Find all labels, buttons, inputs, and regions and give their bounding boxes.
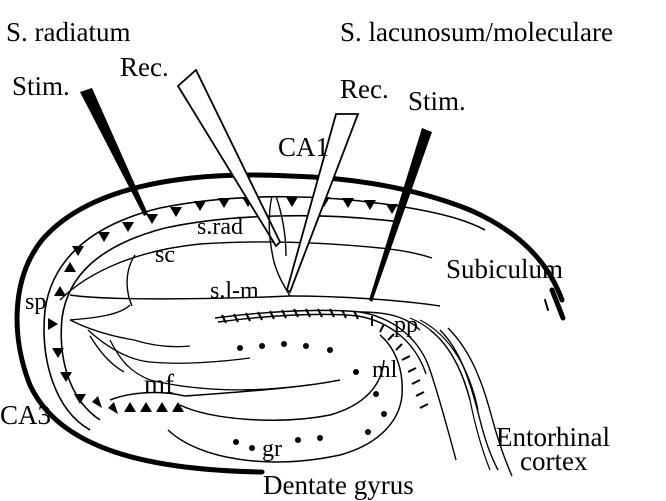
s-rad-label: s.rad [197,214,243,240]
rec-right-label: Rec. [340,74,389,104]
ca3-label: CA3 [0,400,51,430]
mf-label: mf [144,369,174,399]
s-lacunosum-label: S. lacunosum/moleculare [340,17,613,47]
stim-right-label: Stim. [408,86,466,116]
subiculum-label: Subiculum [446,254,563,284]
s-l-m-label: s.l-m [210,278,259,304]
pp-label: pp [394,312,418,338]
outer-outline [17,175,563,472]
rec-left-label: Rec. [120,52,169,82]
dentate-gyrus-label: Dentate gyrus [263,470,414,500]
stim-left-label: Stim. [12,71,70,101]
gr-label: gr [262,436,282,462]
stim-electrode-right [369,128,432,302]
s-radiatum-label: S. radiatum [6,17,130,47]
perforant-path [215,310,512,476]
sp-label: sp [25,289,46,315]
ca1-label: CA1 [278,132,329,162]
sc-label: sc [155,242,175,268]
cortex-label: cortex [520,446,588,476]
dendrites [269,196,290,296]
granule-cells [233,341,387,451]
mossy-fibers [70,320,300,390]
ml-label: ml [372,357,398,383]
